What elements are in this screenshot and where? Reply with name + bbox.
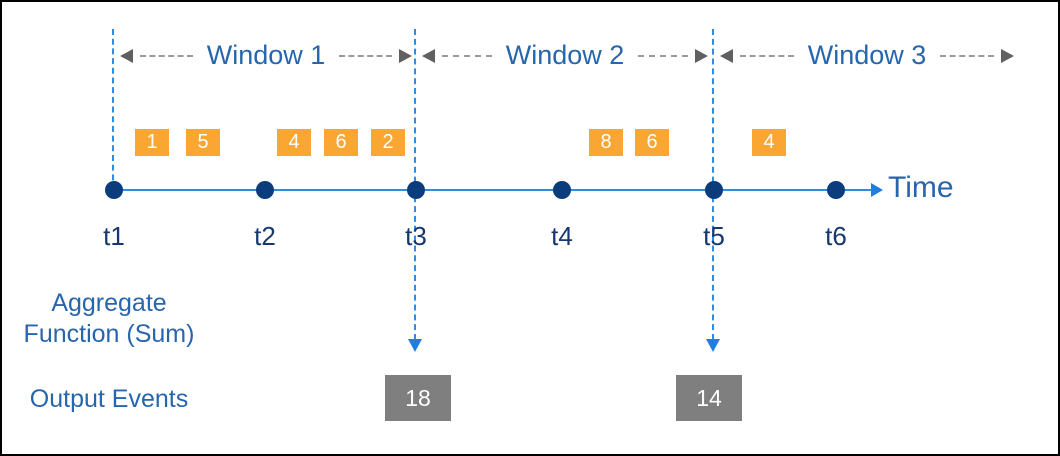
arrow-left-icon	[720, 48, 733, 63]
aggregate-function-label: Aggregate Function (Sum)	[14, 288, 204, 350]
timeline-axis	[114, 189, 872, 191]
event-box: 8	[589, 129, 623, 156]
dashed-span-line	[442, 54, 492, 57]
dashed-span-line	[140, 54, 193, 57]
window-1-span: Window 1	[120, 40, 413, 70]
event-box: 4	[277, 129, 311, 156]
event-box: 5	[186, 129, 220, 156]
dashed-span-line	[339, 54, 393, 57]
window-label: Window 3	[807, 40, 927, 70]
timeline-arrow-icon	[871, 183, 883, 197]
timeline-dot-t5	[705, 181, 723, 199]
tick-label-t6: t6	[825, 221, 847, 251]
timeline-dot-t6	[827, 181, 845, 199]
timeline-dot-t4	[553, 181, 571, 199]
window-2-span: Window 2	[422, 40, 709, 70]
window-label: Window 2	[505, 40, 625, 70]
output-down-arrow-icon	[408, 339, 422, 352]
output-event-box: 18	[385, 375, 451, 421]
output-down-arrow-icon	[706, 339, 720, 352]
timeline-dot-t2	[256, 181, 274, 199]
window-boundary-line-t1	[112, 29, 114, 190]
event-box: 6	[324, 129, 358, 156]
event-box: 1	[135, 129, 169, 156]
arrow-left-icon	[120, 48, 133, 63]
tick-label-t2: t2	[254, 221, 276, 251]
dashed-span-line	[740, 54, 794, 57]
arrow-left-icon	[422, 48, 435, 63]
tick-label-t1: t1	[103, 221, 125, 251]
event-box: 2	[371, 129, 405, 156]
event-box: 6	[635, 129, 669, 156]
tick-label-t4: t4	[551, 221, 573, 251]
arrow-right-icon	[695, 48, 709, 63]
arrow-right-icon	[399, 48, 413, 63]
dashed-span-line	[940, 54, 995, 57]
window-3-span: Window 3	[720, 40, 1015, 70]
window-label: Window 1	[206, 40, 326, 70]
time-axis-label: Time	[888, 171, 954, 204]
aggregate-function-label-line2: Function (Sum)	[23, 320, 195, 348]
aggregate-function-label-line1: Aggregate	[51, 289, 167, 317]
arrow-right-icon	[1001, 48, 1015, 63]
event-box: 4	[752, 129, 786, 156]
dashed-span-line	[638, 54, 689, 57]
timeline-dot-t1	[105, 181, 123, 199]
timeline-dot-t3	[407, 181, 425, 199]
tick-label-t3: t3	[405, 221, 427, 251]
output-event-box: 14	[676, 375, 742, 421]
output-events-label: Output Events	[29, 385, 189, 413]
tick-label-t5: t5	[703, 221, 725, 251]
